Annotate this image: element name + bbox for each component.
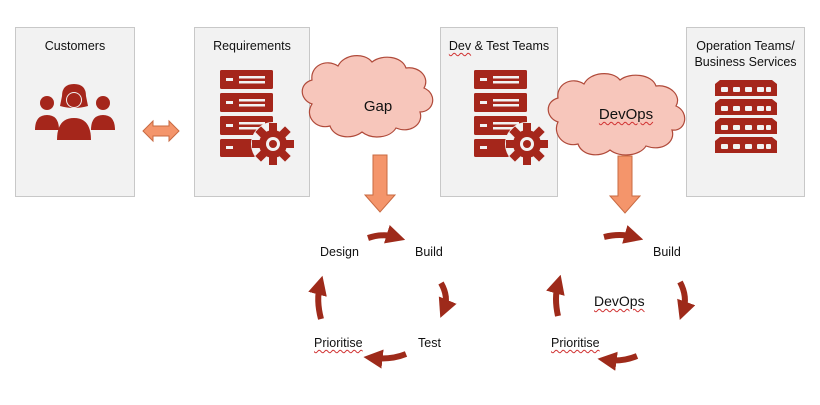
requirements-title: Requirements — [213, 39, 291, 53]
operations-title: Operation Teams/ Business Services — [687, 38, 804, 70]
devops-cloud — [547, 73, 686, 156]
gap-down-arrow — [363, 154, 397, 213]
left-cycle-prioritise: Prioritise — [314, 336, 363, 350]
right-cycle-center: DevOps — [594, 293, 645, 309]
cycle-arrow-prioritise-to-design — [308, 275, 327, 320]
cycle-arrow-design-to-build — [367, 225, 406, 244]
double-arrow-icon — [142, 119, 180, 143]
cycle-arrow-right — [677, 280, 696, 321]
cycle-arrow-test-to-prioritise — [363, 349, 408, 369]
cycle-arrow-bottom — [597, 351, 639, 371]
devops-down-arrow — [608, 155, 642, 214]
devops-cloud-label: DevOps — [598, 106, 654, 123]
right-cycle-build: Build — [653, 245, 681, 259]
operations-title-line1: Operation Teams/ — [696, 39, 795, 53]
customers-panel: Customers — [15, 27, 135, 197]
dev-test-title: Dev & Test Teams — [441, 38, 557, 54]
right-cycle-arrows — [546, 225, 696, 371]
rack-server-icon — [715, 80, 777, 153]
server-gear-icon-dev-test — [474, 70, 549, 166]
requirements-panel: Requirements — [194, 27, 310, 197]
dev-test-title-rest: & Test Teams — [471, 39, 550, 53]
gap-cloud — [301, 55, 434, 138]
left-cycle-arrows — [308, 225, 457, 369]
server-gear-icon-requirements — [220, 70, 295, 166]
left-cycle-design: Design — [320, 245, 359, 259]
operations-title-line2: Business Services — [694, 55, 797, 69]
cycle-arrow-build-to-test — [438, 281, 457, 318]
people-icon — [35, 84, 115, 140]
gap-cloud-label: Gap — [363, 98, 393, 115]
left-cycle-test: Test — [418, 336, 441, 350]
customers-title: Customers — [44, 39, 106, 53]
cycle-arrow-left — [546, 274, 565, 317]
left-cycle-build: Build — [415, 245, 443, 259]
dev-test-title-prefix: Dev — [448, 39, 472, 53]
cycle-arrow-top — [603, 225, 644, 244]
right-cycle-prioritise: Prioritise — [551, 336, 600, 350]
